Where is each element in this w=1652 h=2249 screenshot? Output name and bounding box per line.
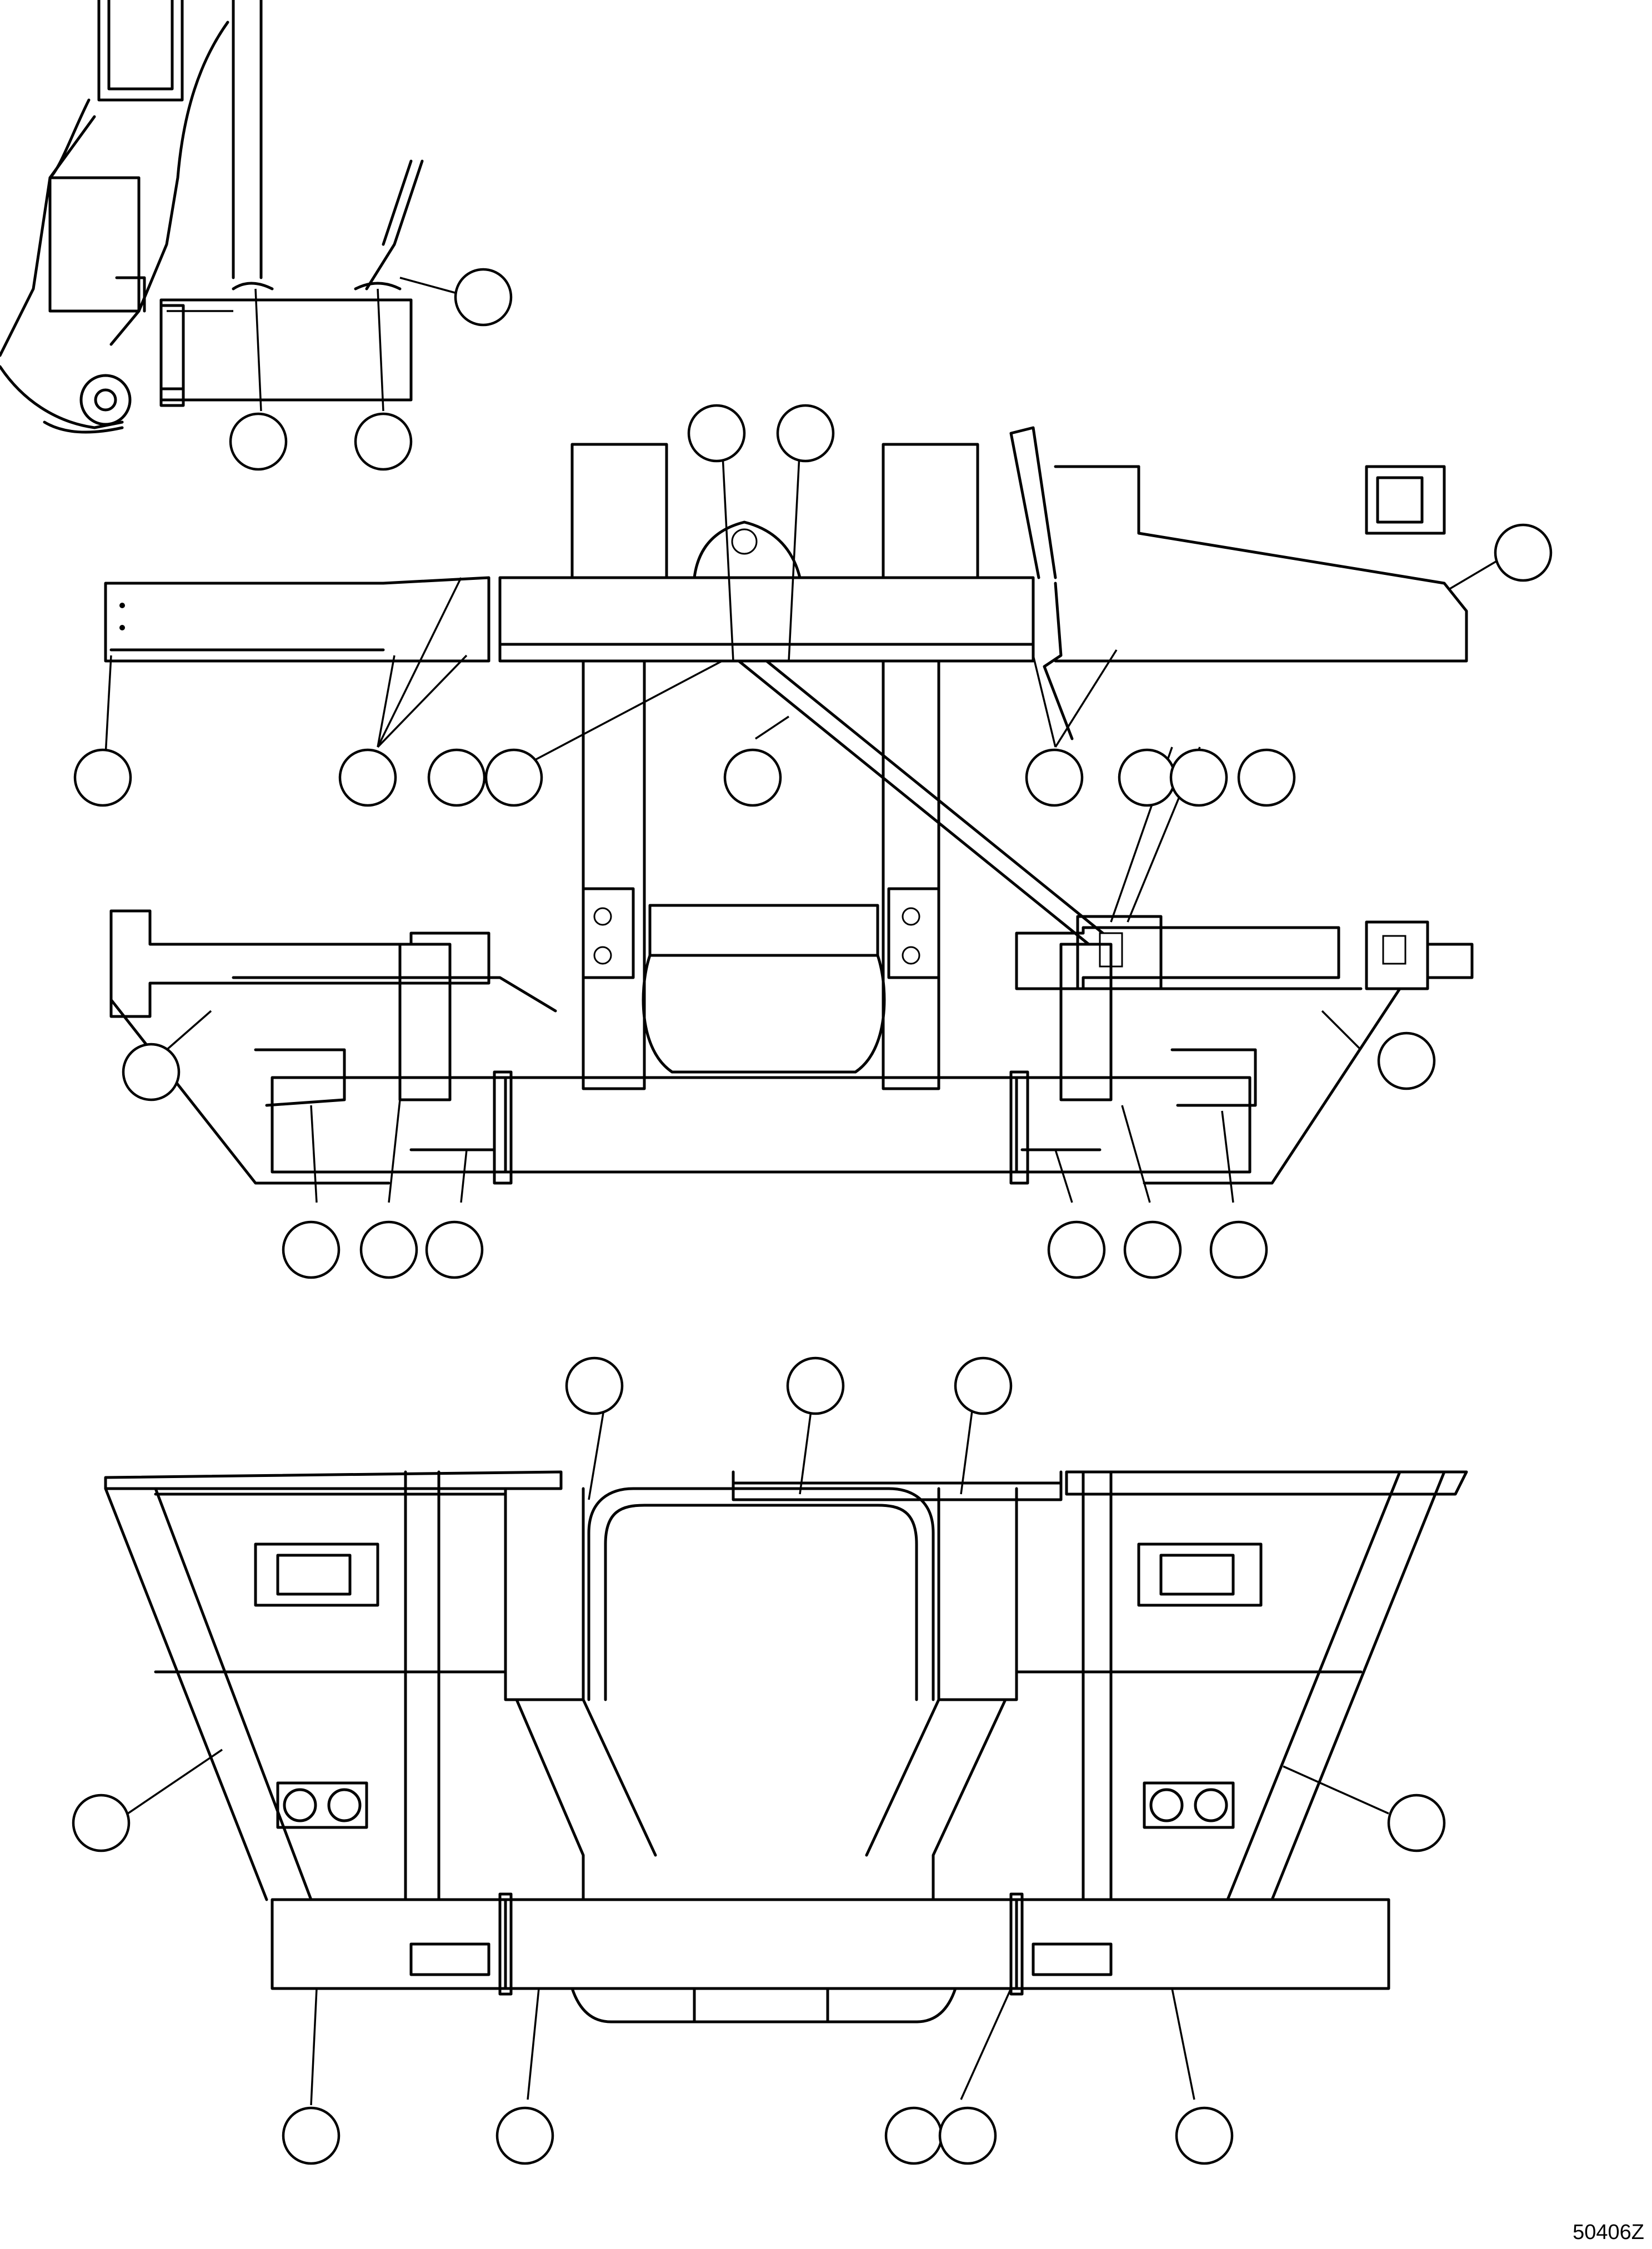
callout-28	[1387, 1794, 1446, 1852]
callout-24	[565, 1356, 624, 1415]
callout-11	[723, 748, 782, 807]
front-view	[104, 1470, 1468, 2023]
callout-13	[1118, 748, 1177, 807]
callout-7	[73, 748, 132, 807]
callout-1	[454, 268, 513, 327]
callout-19	[359, 1220, 418, 1279]
callout-10	[484, 748, 543, 807]
callout-2	[229, 412, 288, 471]
callout-26	[954, 1356, 1013, 1415]
callout-22	[1123, 1220, 1182, 1279]
callout-29	[282, 2106, 341, 2165]
callout-balloons	[72, 268, 1553, 2165]
callout-9	[427, 748, 486, 807]
callout-21	[1047, 1220, 1106, 1279]
callout-8	[338, 748, 397, 807]
callout-16	[122, 1043, 181, 1101]
callout-4	[687, 404, 746, 463]
callout-15	[1237, 748, 1296, 807]
callout-23	[1209, 1220, 1268, 1279]
side-detail-view	[0, 0, 424, 434]
callout-3	[354, 412, 413, 471]
callout-30	[495, 2106, 554, 2165]
callout-33	[1175, 2106, 1234, 2165]
callout-12	[1025, 748, 1084, 807]
callout-25	[786, 1356, 845, 1415]
top-plan-view	[104, 426, 1474, 1185]
callout-32	[938, 2106, 997, 2165]
callout-5	[776, 404, 835, 463]
callout-20	[425, 1220, 484, 1279]
callout-27	[72, 1794, 131, 1852]
drawing-reference-code: 50406Z	[1573, 2221, 1644, 2244]
callout-14	[1169, 748, 1228, 807]
callout-18	[282, 1220, 341, 1279]
callout-31	[884, 2106, 943, 2165]
callout-6	[1494, 523, 1553, 582]
callout-17	[1377, 1031, 1436, 1090]
